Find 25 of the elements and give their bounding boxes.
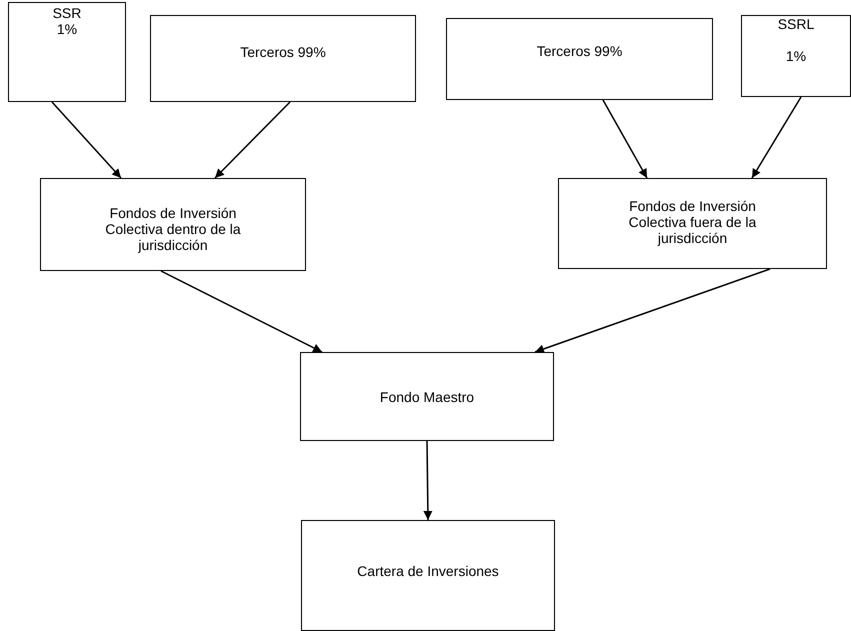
box-text: Cartera de Inversiones (357, 563, 499, 579)
arrow (51, 102, 122, 178)
box-text: Terceros 99% (536, 43, 622, 59)
box-text: Fondos de Inversión Colectiva fuera de la jurisdicción (628, 198, 758, 246)
process-box (8, 2, 126, 102)
box-text: SSRL (778, 16, 814, 32)
arrow (534, 268, 770, 354)
arrow (214, 101, 291, 179)
box-text: SSR (52, 5, 82, 21)
process-box (446, 18, 713, 100)
process-box (300, 352, 554, 441)
process-box (741, 15, 851, 97)
arrow (160, 270, 322, 353)
arrow (751, 96, 802, 178)
box-text: 1% (786, 48, 806, 64)
process-box (301, 520, 555, 631)
box-text: 1% (56, 21, 78, 37)
box-text: Fondos de Inversión Colectiva dentro de la jurisdicción (104, 205, 242, 253)
box-text: Fondo Maestro (380, 389, 474, 405)
process-box (558, 178, 827, 269)
arrow (602, 100, 648, 178)
process-box (40, 178, 306, 271)
arrow (423, 440, 432, 520)
box-text: Terceros 99% (240, 44, 326, 60)
process-box (150, 15, 416, 102)
